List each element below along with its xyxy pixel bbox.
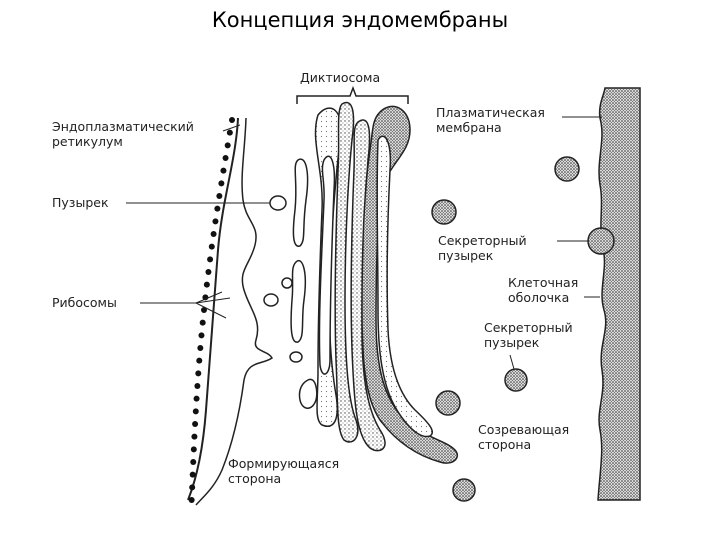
ribosome-dot [207,256,214,263]
secretory-vesicle [554,156,580,182]
ribosome-dot [226,129,233,136]
ribosome-dot [191,433,198,440]
secretory-vesicle-mid-label-line2: пузырек [484,335,540,350]
ribosome-dot [201,307,208,313]
ribosome-dot [198,332,205,339]
fusing-vesicle [587,227,615,255]
forming-face-label-line2: сторона [228,471,281,486]
transport-vesicle [269,195,287,211]
page-title: Концепция эндомембраны [211,8,509,32]
ribosome-dot [229,117,235,123]
ribosome-dot [205,269,212,275]
dictyosome-label: Диктиосома [300,70,380,85]
ribosome-dot [212,218,219,225]
secretory-vesicle [431,199,457,225]
er-lumen-outline [195,117,273,506]
ribosome-dot [192,421,199,427]
secretory-vesicle [452,478,476,502]
er-label-line2: ретикулум [52,134,123,149]
secretory-vesicle-label-line2: пузырек [438,248,494,263]
ribosome-dot [197,345,204,351]
ribosome-dot [203,281,210,288]
plasma-membrane-label-line1: Плазматическая [436,105,545,120]
dictyosome-bracket [296,85,409,104]
er-label-line1: Эндоплазматический [52,119,194,134]
ribosome-dot [222,155,229,161]
ribosome-dot [220,167,227,174]
ribosome-dot [190,446,197,453]
secretory-vesicle [435,390,461,416]
vesicle-label: Пузырек [52,195,109,210]
ribosomes-label: Рибосомы [52,295,117,310]
maturing-face-label-line1: Созревающая [478,422,569,437]
ribosome-dot [195,370,202,377]
ribosome-dot [194,383,201,389]
secretory-vesicle-label-line1: Секреторный [438,233,527,248]
ribosome-dot [193,395,200,402]
ribosome-dot [189,484,196,491]
maturing-face-label-line2: сторона [478,437,531,452]
secretory-vesicle [504,368,528,392]
ribosome-dot [216,193,223,199]
ribosome-dot [196,357,203,364]
er-membrane [187,117,239,501]
ribosome-dot [218,180,225,187]
ribosome-dot [188,497,195,503]
cell-wall [597,87,641,501]
ribosome-dot [208,243,215,250]
transport-vesicle [263,293,279,307]
forming-face-label-line1: Формирующаяся [228,456,339,471]
ribosome-dot [190,459,197,465]
cell-wall-label-line2: оболочка [508,290,569,305]
ribosome-dot [214,205,221,212]
dictyosome-stack [290,101,459,464]
ribosome-dot [192,408,199,415]
transport-vesicle [289,351,303,363]
plasma-membrane-label-line2: мембрана [436,120,502,135]
cell-wall-label-line1: Клеточная [508,275,578,290]
ribosomes [188,117,235,503]
ribosome-dot [210,231,217,237]
ribosome-dot [224,142,231,149]
secretory-vesicle-mid-label-line1: Секреторный [484,320,573,335]
ribosome-dot [189,471,196,478]
leader-lines [126,116,602,370]
ribosome-dot [199,319,206,326]
transport-vesicle [281,277,293,289]
